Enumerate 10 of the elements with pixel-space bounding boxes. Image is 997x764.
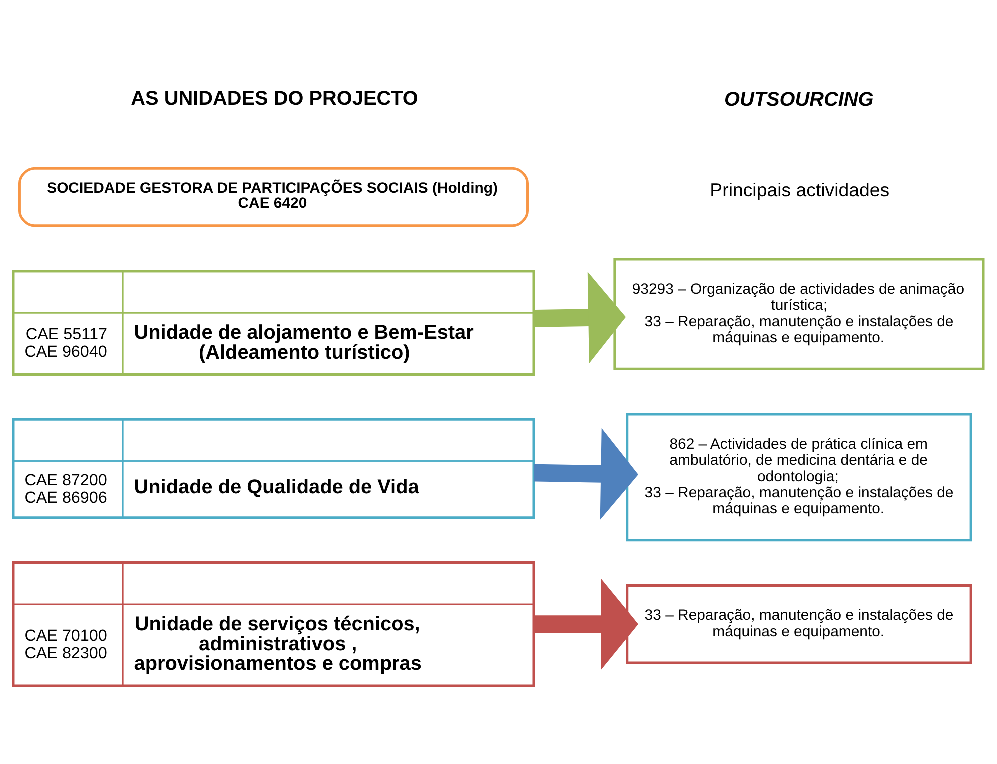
arrow [534, 578, 638, 670]
label: Principais actividades [710, 179, 890, 200]
label: OUTSOURCING [724, 88, 874, 111]
node-box: 33 – Reparação, manutenção e instalações de máquinas e equipamento. [626, 584, 972, 664]
arrow [534, 272, 626, 364]
node-box: 862 – Actividades de prática clínica em ambulatório, de medicina dentária e de odontologia; 33 – Reparação, manutenção e instalações de máquinas e equipamento. [626, 412, 972, 542]
node-box: SOCIEDADE GESTORA DE PARTICIPAÇÕES SOCIAIS (Holding) CAE 6420 [18, 166, 529, 227]
node-box: 93293 – Organização de actividades de animação turística; 33 – Reparação, manutenção e instalações de máquinas e equipamento. [614, 258, 985, 370]
arrow [534, 428, 638, 520]
label: AS UNIDADES DO PROJECTO [131, 87, 418, 110]
